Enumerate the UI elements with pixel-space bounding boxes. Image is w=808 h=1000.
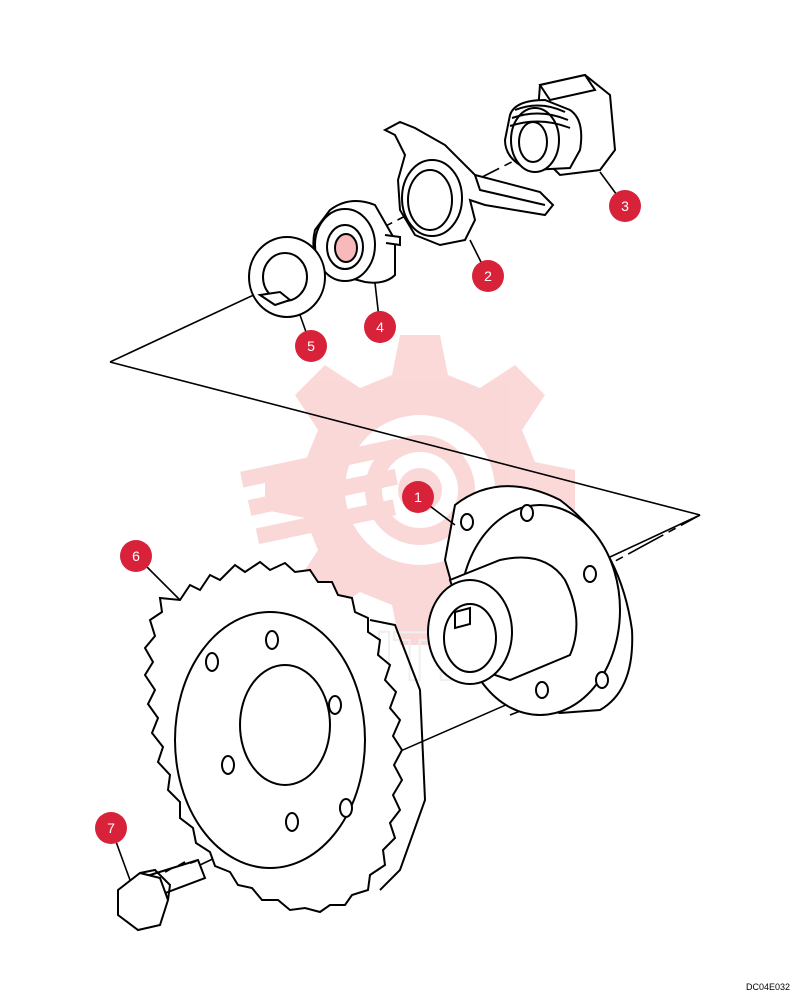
svg-text:1: 1 [414, 489, 422, 505]
svg-text:2: 2 [484, 268, 492, 284]
callout-4: 4 [364, 311, 396, 343]
bushing-part [312, 200, 401, 284]
nut-part [503, 73, 617, 177]
svg-text:4: 4 [376, 319, 384, 335]
callout-2: 2 [472, 260, 504, 292]
figure-code: DC04E032 [745, 982, 790, 992]
svg-text:7: 7 [107, 820, 115, 836]
bolt-part [117, 858, 207, 932]
thrust-washer-part [248, 236, 326, 318]
callout-3: 3 [609, 190, 641, 222]
lock-plate-part [382, 120, 555, 247]
svg-text:5: 5 [307, 338, 315, 354]
hub-part [427, 485, 634, 716]
callout-1: 1 [402, 481, 434, 513]
svg-text:6: 6 [132, 548, 140, 564]
callout-6: 6 [120, 540, 152, 572]
callout-5: 5 [295, 330, 327, 362]
svg-text:3: 3 [621, 198, 629, 214]
gear-part [143, 560, 427, 914]
callout-7: 7 [95, 812, 127, 844]
